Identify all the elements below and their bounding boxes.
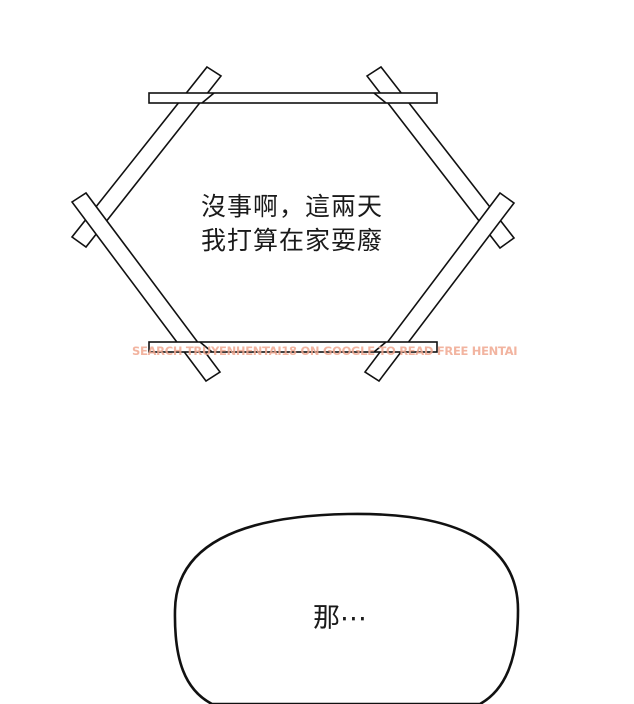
bar-lower-left <box>70 191 222 383</box>
bar-lower-right <box>363 191 516 383</box>
dialogue-line-1: 沒事啊，這兩天 <box>200 192 383 221</box>
watermark-text: SEARCH TRUYENHENTAI18 ON GOOGLE TO READ … <box>132 344 518 358</box>
hexagon-bubble-text: 沒事啊，這兩天 我打算在家耍廢 <box>160 190 424 258</box>
oval-speech-bubble <box>173 512 520 704</box>
dialogue-line-2: 我打算在家耍廢 <box>200 226 383 255</box>
oval-bubble-text: 那⋯ <box>313 603 367 634</box>
bar-upper-left <box>70 65 223 249</box>
bar-upper-right <box>365 65 516 250</box>
